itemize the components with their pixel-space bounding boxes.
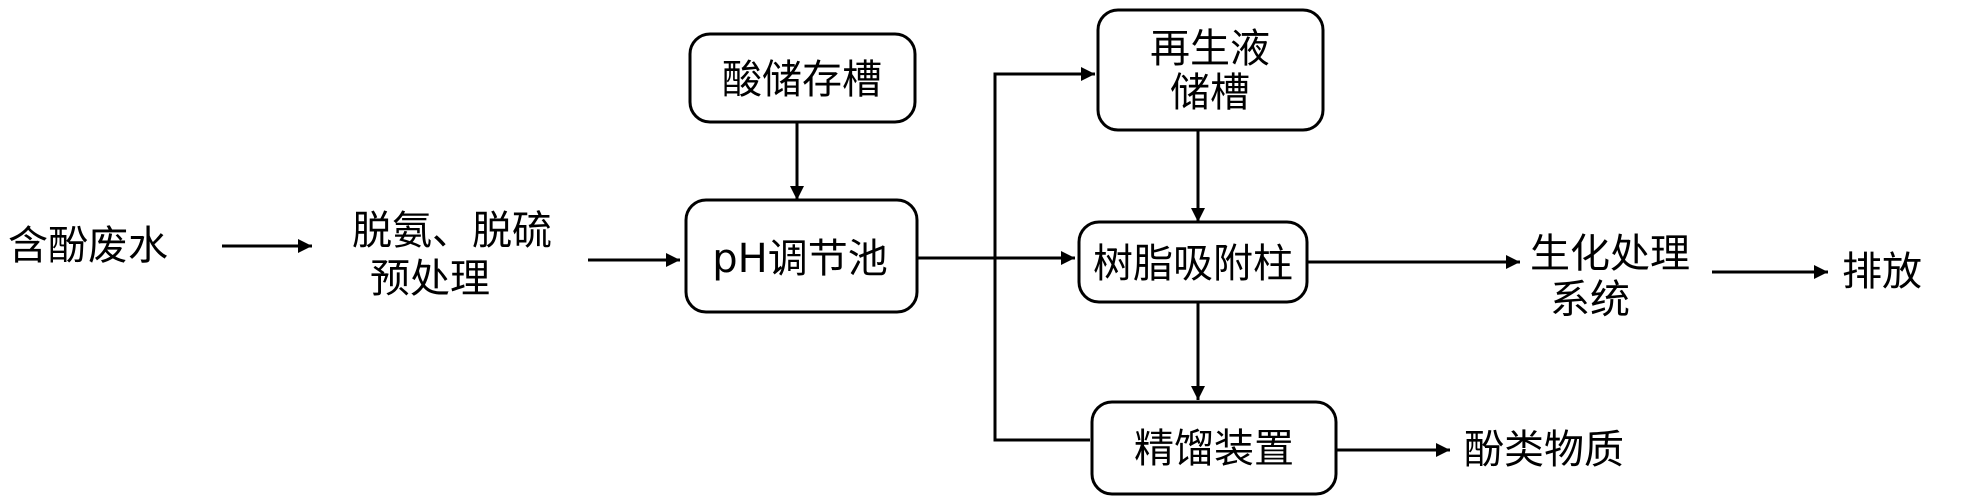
node-acid-tank: 酸储存槽 (688, 32, 917, 124)
node-distillation: 精馏装置 (1090, 400, 1338, 496)
node-ph-tank: pH调节池 (684, 198, 919, 314)
acid-tank-box (688, 32, 917, 124)
resin-column-box (1077, 220, 1309, 304)
bio-system-label-line1: 生化处理 (1530, 231, 1690, 277)
regen-tank-label-line1: 再生液 (1150, 26, 1270, 72)
resin-column-label: 树脂吸附柱 (1093, 241, 1293, 287)
regen-tank-box (1096, 8, 1325, 132)
node-regen-tank: 再生液 储槽 (1096, 8, 1325, 132)
discharge-label: 排放 (1842, 249, 1922, 295)
line-branch-to-distillation (993, 258, 1090, 442)
ph-tank-box (684, 198, 919, 314)
node-resin-column: 树脂吸附柱 (1077, 220, 1309, 304)
connectors (222, 67, 1828, 457)
phenols-label: 酚类物质 (1464, 427, 1624, 473)
acid-tank-label: 酸储存槽 (722, 57, 882, 103)
arrow-branch-to-regen (993, 67, 1095, 258)
pretreat-label-line2: 预处理 (370, 256, 490, 302)
pretreat-label-line1: 脱氨、脱硫 (352, 208, 552, 254)
wastewater-label: 含酚废水 (8, 223, 168, 269)
regen-tank-label-line2: 储槽 (1170, 70, 1250, 116)
distillation-box (1090, 400, 1338, 496)
ph-tank-label: pH调节池 (712, 236, 887, 282)
distillation-label: 精馏装置 (1134, 426, 1294, 472)
bio-system-label-line2: 系统 (1550, 277, 1630, 323)
